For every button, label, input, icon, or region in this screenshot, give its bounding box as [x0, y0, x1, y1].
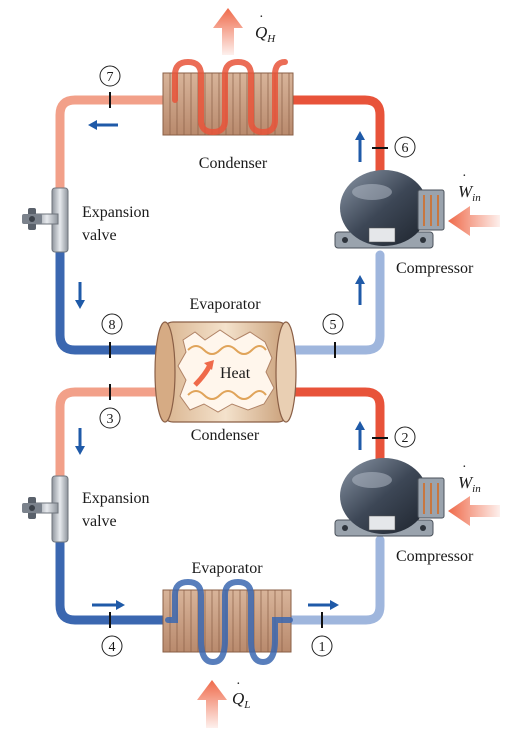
flow-arrow-icon: [88, 120, 118, 130]
compressor-bottom-label: Compressor: [396, 548, 474, 565]
svg-text:5: 5: [330, 318, 337, 333]
pipe-5-compressor: [283, 250, 385, 355]
expansion-bottom-label-2: valve: [82, 513, 117, 530]
pipe-valve-8: [55, 245, 170, 355]
expansion-top-label-2: valve: [82, 227, 117, 244]
compressor-bottom: [334, 458, 445, 537]
heat-label: Heat: [220, 365, 251, 382]
state-marker-1: 1: [311, 635, 333, 657]
coil-icon: [172, 58, 288, 136]
flow-arrow-icon: [92, 600, 125, 610]
w-in-top-symbol: Win: [458, 182, 481, 204]
condenser-top-label: Condenser: [199, 155, 268, 172]
q-h-symbol: QH: [255, 23, 276, 45]
heat-arrow-icon: [448, 206, 500, 236]
state-marker-8: 8: [101, 313, 123, 335]
evaporator-mid-label: Evaporator: [189, 296, 261, 313]
flow-arrow-icon: [355, 131, 365, 162]
svg-text:2: 2: [402, 431, 409, 446]
coil-icon: [165, 578, 293, 666]
pipe-3-valve: [55, 387, 170, 483]
state-marker-3: 3: [99, 407, 121, 429]
evaporator-bottom-label: Evaporator: [191, 560, 263, 577]
expansion-valve-bottom: [22, 475, 69, 543]
svg-text:3: 3: [107, 412, 114, 427]
pipe-7-valve: [55, 95, 170, 195]
svg-text:8: 8: [109, 318, 116, 333]
top-condenser: [162, 58, 294, 136]
valve-handle-icon: [22, 497, 42, 519]
state-ticks: [109, 92, 388, 628]
heat-arrow-icon: [197, 680, 227, 728]
expansion-valve-top: [22, 187, 69, 253]
svg-text:7: 7: [107, 70, 114, 85]
valve-handle-icon: [22, 208, 42, 230]
flow-arrow-icon: [308, 600, 339, 610]
state-marker-4: 4: [101, 635, 123, 657]
flow-arrow-icon: [75, 282, 85, 309]
svg-text:6: 6: [402, 141, 409, 156]
condenser-mid-label: Condenser: [191, 427, 260, 444]
q-l-dot: ·: [236, 677, 241, 692]
state-marker-6: 6: [394, 136, 416, 158]
q-h-dot: ·: [259, 10, 264, 25]
pipe-6-condenser: [287, 95, 385, 185]
heat-arrow-icon: [448, 496, 500, 526]
flow-arrow-icon: [355, 421, 365, 450]
bottom-cycle-pipes: [55, 387, 385, 625]
flow-arrow-icon: [75, 428, 85, 455]
expansion-bottom-label-1: Expansion: [82, 490, 150, 507]
state-marker-7: 7: [99, 65, 121, 87]
heat-arrow-icon: [213, 8, 243, 55]
flow-arrows: [75, 120, 365, 610]
flow-arrow-icon: [355, 275, 365, 305]
svg-text:1: 1: [319, 640, 326, 655]
compressor-top: [334, 170, 445, 249]
w-in-top-dot: ·: [462, 169, 467, 184]
top-cycle-pipes: [55, 95, 385, 355]
pipe-1-compressor: [285, 535, 385, 625]
state-marker-2: 2: [394, 426, 416, 448]
pipe-2-condenser: [283, 387, 385, 470]
w-in-bottom-dot: ·: [462, 460, 467, 475]
compressor-top-label: Compressor: [396, 260, 474, 277]
q-l-symbol: QL: [232, 689, 250, 711]
w-in-bottom-symbol: Win: [458, 473, 481, 495]
bottom-evaporator: [162, 578, 293, 666]
expansion-top-label-1: Expansion: [82, 204, 150, 221]
svg-text:4: 4: [109, 640, 116, 655]
pipe-valve-4: [55, 535, 170, 625]
state-marker-5: 5: [322, 313, 344, 335]
cascade-heat-exchanger: [154, 321, 297, 423]
